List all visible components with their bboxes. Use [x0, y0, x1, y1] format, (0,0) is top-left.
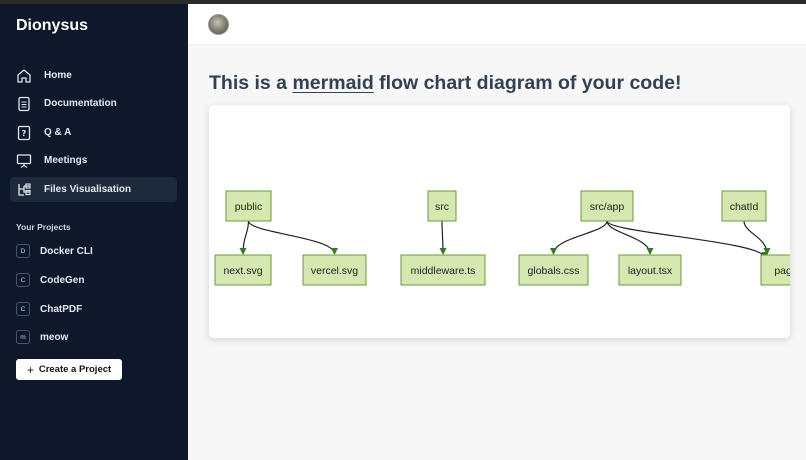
sidebar: Dionysus Home Documentation ? Q & A Meet…: [0, 4, 188, 460]
nav-item-files-visualisation[interactable]: Files Visualisation: [10, 177, 177, 202]
project-badge: m: [16, 330, 30, 344]
project-item-chatpdf[interactable]: C ChatPDF: [16, 300, 82, 318]
document-icon: [16, 96, 32, 112]
project-item-docker-cli[interactable]: D Docker CLI: [16, 242, 93, 260]
node-layout[interactable]: layout.tsx: [618, 254, 682, 286]
node-srcapp[interactable]: src/app: [580, 190, 634, 222]
plus-icon: +: [26, 362, 34, 377]
node-box: [618, 254, 682, 286]
node-box: [518, 254, 589, 286]
nav-item-meetings[interactable]: Meetings: [10, 148, 177, 173]
nav-label: Home: [44, 70, 72, 81]
node-box: [580, 190, 634, 222]
create-project-label: Create a Project: [38, 364, 112, 375]
node-page[interactable]: page: [760, 254, 790, 286]
project-name: Docker CLI: [40, 245, 93, 257]
nav-label: Q & A: [44, 127, 72, 138]
main-content: This is a mermaid flow chart diagram of …: [188, 4, 806, 460]
node-label: layout.tsx: [628, 265, 673, 277]
edge-public-to-next: [239, 220, 250, 255]
node-globals[interactable]: globals.css: [518, 254, 589, 286]
node-vercel[interactable]: vercel.svg: [302, 254, 367, 286]
nav-item-qa[interactable]: ? Q & A: [10, 120, 177, 145]
node-box: [225, 190, 272, 222]
project-badge: C: [16, 302, 30, 316]
nav-label: Documentation: [44, 98, 117, 109]
node-box: [400, 254, 486, 286]
svg-text:?: ?: [22, 129, 27, 138]
top-header: [188, 4, 806, 45]
edge-srcapp-to-page: [606, 220, 769, 259]
node-chatid[interactable]: chatId: [721, 190, 767, 222]
nav-label: Files Visualisation: [44, 184, 132, 195]
edge-public-to-vercel: [247, 220, 338, 255]
node-box: [214, 254, 272, 286]
diagram-card: public next.svg vercel.svg src middleware.ts…: [209, 105, 790, 338]
node-label: middleware.ts: [411, 265, 476, 277]
mermaid-diagram: public next.svg vercel.svg src middleware.ts…: [214, 190, 790, 286]
project-badge: C: [16, 273, 30, 287]
node-src[interactable]: src: [427, 190, 457, 222]
node-label: page: [774, 265, 790, 277]
title-suffix: flow chart diagram of your code!: [373, 72, 682, 94]
nav-item-home[interactable]: Home: [10, 63, 177, 88]
edge-chatid-to-page: [743, 220, 771, 255]
project-name: CodeGen: [40, 274, 85, 286]
edge-srcapp-to-globals: [550, 220, 608, 255]
brand-title: Dionysus: [16, 17, 89, 34]
node-label: vercel.svg: [311, 265, 358, 277]
edge-src-to-middleware: [439, 220, 447, 255]
node-label: public: [235, 201, 262, 213]
nav-label: Meetings: [44, 155, 88, 166]
node-middleware[interactable]: middleware.ts: [400, 254, 486, 286]
node-box: [721, 190, 767, 222]
project-name: meow: [40, 331, 69, 343]
page-title: This is a mermaid flow chart diagram of …: [209, 72, 681, 95]
project-item-meow[interactable]: m meow: [16, 328, 68, 346]
presentation-icon: [16, 153, 32, 169]
node-label: chatId: [730, 201, 759, 213]
question-icon: ?: [16, 125, 32, 141]
project-badge: D: [16, 244, 30, 258]
projects-section-title: Your Projects: [16, 222, 71, 232]
node-public[interactable]: public: [225, 190, 272, 222]
nav-item-documentation[interactable]: Documentation: [10, 91, 177, 116]
node-next[interactable]: next.svg: [214, 254, 272, 286]
edge-srcapp-to-layout: [606, 220, 654, 255]
project-item-codegen[interactable]: C CodeGen: [16, 271, 84, 289]
tree-icon: [16, 182, 32, 198]
title-prefix: This is a: [209, 72, 293, 94]
node-box: [302, 254, 367, 286]
project-name: ChatPDF: [40, 303, 83, 315]
node-label: src/app: [590, 201, 625, 213]
user-avatar[interactable]: [208, 14, 229, 35]
node-label: globals.css: [528, 265, 580, 277]
home-icon: [16, 68, 32, 84]
node-box: [427, 190, 457, 222]
node-box: [760, 254, 790, 286]
node-label: next.svg: [223, 265, 262, 277]
window-top-strip: [0, 0, 806, 4]
create-project-button[interactable]: + Create a Project: [16, 359, 122, 380]
node-label: src: [435, 201, 449, 213]
mermaid-link[interactable]: mermaid: [292, 72, 374, 94]
